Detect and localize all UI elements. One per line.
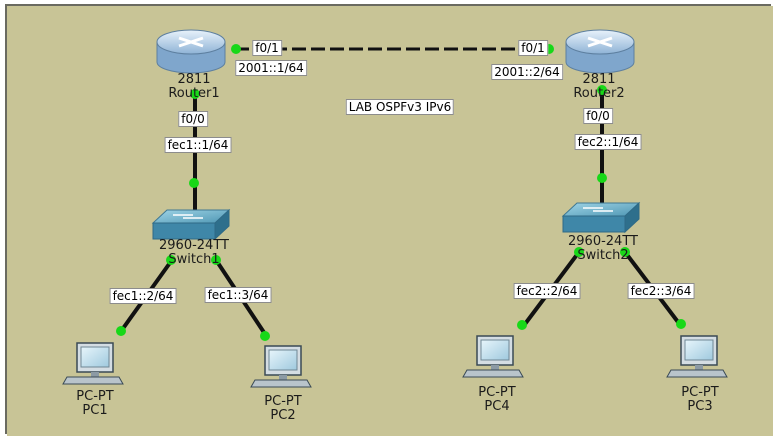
router1-caption: 2811 Router1 [168,73,219,101]
switch1-caption: 2960-24TT Switch1 [159,239,229,267]
switch2-name: Switch2 [577,248,629,263]
pc2-name: PC2 [270,408,296,423]
router1-f00-label: f0/0 [178,111,208,127]
router2-f00-label: f0/0 [583,108,613,124]
pc4-icon[interactable] [462,335,524,378]
pc4-model: PC-PT [478,385,516,400]
port-dot [231,44,241,54]
switch2-caption: 2960-24TT Switch2 [568,235,638,263]
switch2-icon[interactable] [561,201,641,234]
pc3-ipv6-label: fec2::3/64 [627,283,695,299]
switch1-icon[interactable] [151,208,231,241]
router2-icon[interactable] [565,29,635,74]
pc1-ipv6-label: fec1::2/64 [109,288,177,304]
port-dot [116,326,126,336]
port-dot [574,247,584,257]
router1-name: Router1 [168,86,220,101]
topology-canvas: LAB OSPFv3 IPv6 f0/1 2001::1/64 f0/1 200… [5,4,773,436]
pc1-name: PC1 [82,403,108,418]
pc2-icon[interactable] [250,345,312,388]
port-dot [620,247,630,257]
pc2-caption: PC-PT PC2 [264,395,301,423]
pc1-icon[interactable] [62,342,124,385]
pc3-caption: PC-PT PC3 [681,386,718,414]
pc3-model: PC-PT [681,385,719,400]
pc4-caption: PC-PT PC4 [478,386,515,414]
port-dot [211,255,221,265]
router1-fec-label: fec1::1/64 [164,137,232,153]
pc3-icon[interactable] [666,335,728,378]
switch1-model: 2960-24TT [159,238,229,253]
port-dot [190,89,200,99]
router2-fec-label: fec2::1/64 [574,134,642,150]
router1-ipv6-label: 2001::1/64 [235,60,307,76]
router2-f01-label: f0/1 [518,40,548,56]
router1-model: 2811 [177,72,211,87]
router1-icon[interactable] [156,29,226,74]
pc1-caption: PC-PT PC1 [76,390,113,418]
port-dot [676,319,686,329]
switch1-name: Switch1 [168,252,220,267]
port-dot [597,85,607,95]
port-dot [189,178,199,188]
pc4-name: PC4 [484,399,510,414]
pc4-ipv6-label: fec2::2/64 [513,283,581,299]
topology-title: LAB OSPFv3 IPv6 [345,99,455,115]
router2-ipv6-label: 2001::2/64 [491,64,563,80]
port-dot [517,320,527,330]
router1-f01-label: f0/1 [252,40,282,56]
pc3-name: PC3 [687,399,713,414]
router2-model: 2811 [582,72,616,87]
port-dot [166,255,176,265]
port-dot [597,173,607,183]
port-dot [260,331,270,341]
topology-diagram [7,6,773,436]
port-indicators [116,44,686,341]
pc1-model: PC-PT [76,389,114,404]
pc2-ipv6-label: fec1::3/64 [204,287,272,303]
router2-name: Router2 [573,86,625,101]
canvas-background [7,6,773,436]
pc2-model: PC-PT [264,394,302,409]
switch2-model: 2960-24TT [568,234,638,249]
router2-caption: 2811 Router2 [573,73,624,101]
